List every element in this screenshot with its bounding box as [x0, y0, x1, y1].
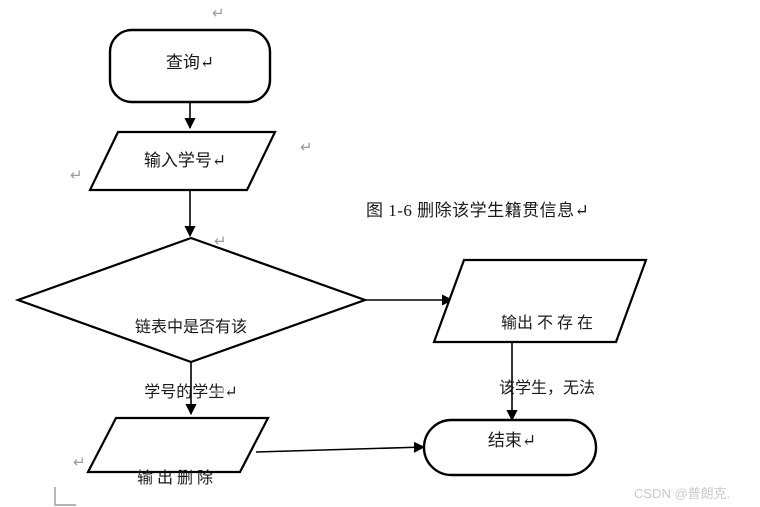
node-start-shape: [108, 28, 272, 104]
pilcrow-decision-bottom: ↵: [214, 384, 227, 401]
pilcrow-success-left: ↵: [73, 454, 86, 471]
pilcrow-input-left: ↵: [70, 167, 83, 184]
pilcrow-decision-top: ↵: [214, 233, 227, 250]
node-decision-shape: [14, 236, 369, 364]
node-notfound-shape: [432, 258, 648, 344]
csdn-watermark: CSDN @普朗克.: [634, 486, 731, 501]
node-input-shape: [88, 130, 277, 192]
pilcrow-top: ↵: [212, 5, 225, 22]
connector-deleteok-to-end: [255, 441, 426, 453]
node-deleteok-shape: [86, 416, 270, 474]
pilcrow-input-right: ↵: [300, 139, 313, 156]
figure-caption: 图 1-6 删除该学生籍贯信息↵: [366, 201, 590, 220]
node-end-shape: [422, 418, 598, 477]
page-corner-mark: [54, 487, 76, 506]
